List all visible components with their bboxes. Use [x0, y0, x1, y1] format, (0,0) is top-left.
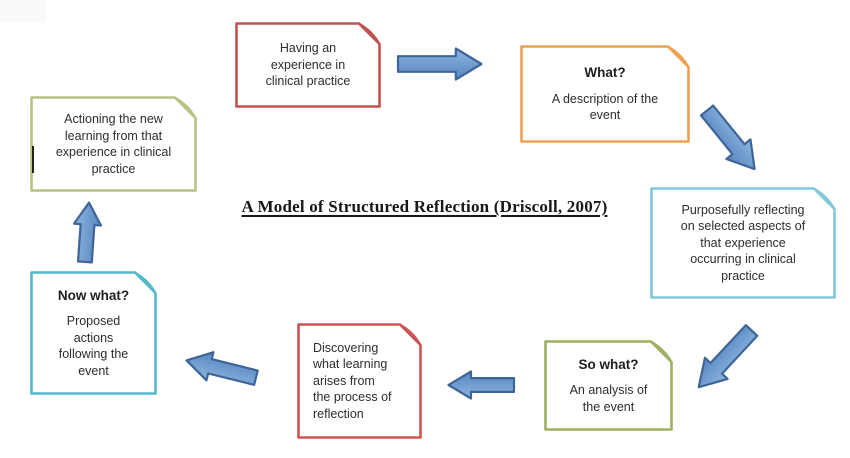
folded-note-shape [30, 271, 157, 395]
folded-note-shape [520, 45, 690, 143]
node-body: Having an experience in clinical practic… [265, 41, 351, 89]
block-arrow-icon [697, 324, 759, 389]
block-arrow-icon [699, 104, 756, 171]
block-arrow-icon [72, 201, 103, 264]
folded-note-shape [297, 323, 422, 439]
node-body: Discovering what learning arises from th… [313, 340, 392, 421]
arrow-discovering-to-now-what [181, 345, 261, 394]
diagram-title: A Model of Structured Reflection (Drisco… [241, 197, 608, 216]
node-body: Purposefully reflecting on selected aspe… [680, 202, 806, 283]
folded-note-shape [650, 187, 836, 299]
node-heading: What? [584, 65, 626, 81]
node-having-experience: Having an experience in clinical practic… [235, 22, 381, 108]
node-body: Actioning the new learning from that exp… [55, 112, 172, 176]
node-heading: Now what? [57, 287, 130, 303]
block-arrow-icon [396, 47, 483, 81]
block-arrow-icon [447, 370, 516, 400]
folded-note-shape [544, 340, 673, 431]
node-purposefully-reflecting: Purposefully reflecting on selected aspe… [650, 187, 836, 299]
node-body: An analysis of the event [569, 383, 648, 414]
screen-corner-artifact [0, 0, 46, 22]
text-cursor-artifact [32, 146, 34, 173]
arrow-so-what-to-discovering [447, 370, 516, 400]
arrow-what-to-reflecting [693, 99, 769, 181]
arrow-having-to-what [396, 47, 483, 81]
folded-note-shape [30, 96, 197, 192]
node-body: A description of the event [551, 91, 659, 123]
node-now-what: Now what? Proposed actions following the… [30, 271, 157, 395]
node-so-what: So what? An analysis of the event [544, 340, 673, 431]
block-arrow-icon [185, 351, 259, 386]
node-body: Proposed actions following the event [58, 314, 129, 378]
arrow-now-what-to-actioning [70, 200, 104, 264]
node-what: What? A description of the event [520, 45, 690, 143]
node-actioning: Actioning the new learning from that exp… [30, 96, 197, 192]
folded-note-shape [235, 22, 381, 108]
node-discovering: Discovering what learning arises from th… [297, 323, 422, 439]
arrow-reflecting-to-so-what [685, 318, 764, 400]
node-heading: So what? [578, 356, 639, 372]
